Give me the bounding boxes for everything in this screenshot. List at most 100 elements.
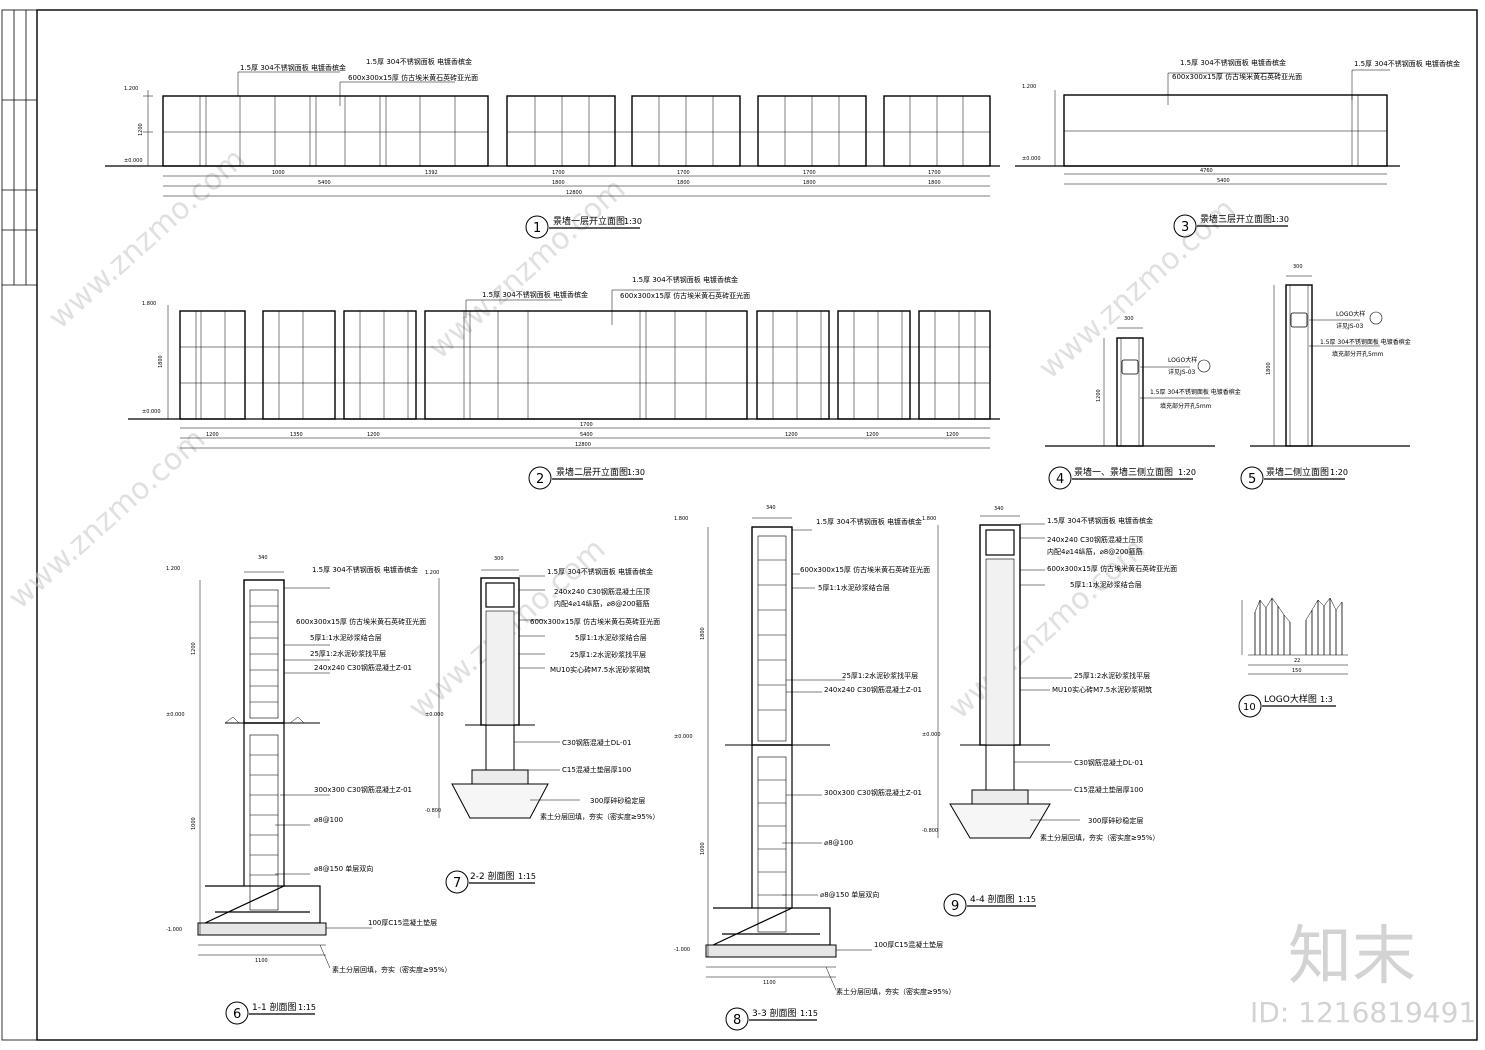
section-view-6 <box>197 571 372 969</box>
note-c15: C15混凝土垫层厚100 <box>1074 785 1143 794</box>
side-elevation-5-text: LOGO大样 详见JS-03 1.5厚 304不锈钢面板 电镀香槟金 填充部分开… <box>1266 264 1411 375</box>
level-zero: ±0.000 <box>425 712 444 718</box>
elevation-view-1-text: 1.5厚 304不锈钢面板 电镀香槟金 1.5厚 304不锈钢面板 电镀香槟金 … <box>124 57 941 196</box>
view-number: 10 <box>1243 702 1256 713</box>
dim-1200: 1200 <box>191 642 197 655</box>
note-steel: 1.5厚 304不锈钢面板 电镀香槟金 <box>240 63 346 72</box>
view-scale: 1:15 <box>298 1003 316 1012</box>
dim-1100: 1100 <box>255 958 268 964</box>
dim-1800: 1800 <box>700 627 706 640</box>
id-label: ID: 1216819491 <box>1250 996 1476 1029</box>
dim-1200: 1200 <box>785 432 798 438</box>
note-mortar25: 25厚1:2水泥砂浆找平层 <box>310 649 386 658</box>
note-stirrup: ⌀8@100 <box>824 839 853 847</box>
note-dl01: C30钢筋混凝土DL-01 <box>1074 758 1143 767</box>
note-mesh: ⌀8@150 单层双向 <box>314 864 373 873</box>
view-number: 5 <box>1248 472 1256 487</box>
section-view-8 <box>705 517 872 991</box>
dim-1350: 1350 <box>290 432 303 438</box>
note-col300: 300x300 C30钢筋混凝土Z-01 <box>824 788 922 797</box>
level-low2: -1.000 <box>166 927 182 933</box>
section-view-8-text: 1.5厚 304不锈钢面板 电镀香槟金 600x300x15厚 仿古埃米黄石英砖… <box>674 505 955 996</box>
dim-300: 300 <box>1293 264 1303 270</box>
note-fill: 填充部分开孔5mm <box>1160 402 1212 410</box>
note-mortar25: 25厚1:2水泥砂浆找平层 <box>842 671 918 680</box>
view-title-4: 4 景墙一、景墙三侧立面图 1:20 <box>1048 466 1196 490</box>
view-scale: 1:15 <box>518 872 536 881</box>
note-c15-100: 100厚C15混凝土垫层 <box>874 940 943 949</box>
side-elevation-4 <box>1045 327 1215 447</box>
level-top: 1.200 <box>425 570 439 576</box>
view-number: 8 <box>733 1013 741 1028</box>
note-mortar25: 25厚1:2水泥砂浆找平层 <box>1074 671 1150 680</box>
dim-1200: 1200 <box>866 432 879 438</box>
brand-logo: 知末 <box>1288 920 1416 994</box>
level-top: 1.200 <box>166 566 180 572</box>
level-zero: ±0.000 <box>674 734 693 740</box>
view-scale: 1:30 <box>1271 215 1289 224</box>
view-scale: 1:30 <box>627 468 645 477</box>
level-top: 1.200 <box>1022 84 1036 90</box>
side-elevation-4-text: LOGO大样 详见JS-03 1.5厚 304不锈钢面板 电镀香槟金 填充部分开… <box>1096 316 1241 410</box>
level-zero: ±0.000 <box>166 712 185 718</box>
dim-1700: 1700 <box>928 170 941 176</box>
dim-1700: 1700 <box>803 170 816 176</box>
note-stone: 600x300x15厚 仿古埃米黄石英砖亚光面 <box>800 565 930 574</box>
view-scale: 1:20 <box>1178 468 1196 477</box>
dim-22: 22 <box>1294 658 1300 664</box>
dim-1100: 1100 <box>763 980 776 986</box>
dim-1800: 1800 <box>803 180 816 186</box>
elevation-view-2 <box>128 289 1000 449</box>
view-title-2: 2 景墙二层开立面图 1:30 <box>528 466 645 490</box>
dim-1000: 1000 <box>700 842 706 855</box>
dim-1000: 1000 <box>272 170 285 176</box>
dim-5400: 5400 <box>318 180 331 186</box>
view-title: 4-4 剖面图 <box>970 893 1015 905</box>
note-logo: LOGO大样 <box>1336 310 1365 318</box>
level-top2: 1.800 <box>142 301 156 307</box>
view-number: 7 <box>453 876 461 891</box>
level-zero: ±0.000 <box>142 409 161 415</box>
level-low2: -1.000 <box>674 947 690 953</box>
elevation-view-2-text: 1.5厚 304不锈钢面板 电镀香槟金 1.5厚 304不锈钢面板 电镀香槟金 … <box>142 275 959 448</box>
view-number: 4 <box>1056 472 1064 487</box>
view-title-5: 5 景墙二侧立面图 1:20 <box>1240 466 1348 490</box>
note-soil: 素土分层回填，夯实（密实度≥95%） <box>1040 833 1159 842</box>
note-mortar5: 5厚1:1水泥砂浆结合层 <box>310 633 382 642</box>
view-number: 2 <box>536 472 544 487</box>
note-beam240: 240x240 C30钢筋混凝土压顶 <box>1047 535 1143 544</box>
note-c15-100: 100厚C15混凝土垫层 <box>368 918 437 927</box>
note-stone: 600x300x15厚 仿古埃米黄石英砖亚光面 <box>1172 72 1302 81</box>
dim-1200: 1200 <box>206 432 219 438</box>
note-mortar5: 5厚1:1水泥砂浆结合层 <box>818 583 890 592</box>
view-title: 2-2 剖面图 <box>470 870 515 882</box>
view-title: 景墙三层开立面图 <box>1200 213 1272 225</box>
view-title: 景墙二层开立面图 <box>556 466 628 478</box>
view-number: 3 <box>1181 220 1189 235</box>
level-zero: ±0.000 <box>1022 156 1041 162</box>
section-view-6-text: 1.5厚 304不锈钢面板 电镀香槟金 600x300x15厚 仿古埃米黄石英砖… <box>166 555 451 974</box>
view-title: 3-3 剖面图 <box>752 1007 797 1019</box>
dim-1800: 1800 <box>677 180 690 186</box>
note-steel: 1.5厚 304不锈钢面板 电镀香槟金 <box>1047 516 1153 525</box>
dim-1200: 1200 <box>367 432 380 438</box>
note-col300: 300x300 C30钢筋混凝土Z-01 <box>314 785 412 794</box>
view-title-1: 1 景墙一层开立面图 1:30 <box>525 215 642 239</box>
note-stone: 600x300x15厚 仿古埃米黄石英砖亚光面 <box>530 617 660 626</box>
view-title-7: 7 2-2 剖面图 1:15 <box>445 870 536 894</box>
note-brick: MU10实心砖M7.5水泥砂浆砌筑 <box>1052 685 1152 694</box>
section-view-9-text: 1.5厚 304不锈钢面板 电镀香槟金 240x240 C30钢筋混凝土压顶 内… <box>922 506 1177 842</box>
dim-12800: 12800 <box>566 190 582 196</box>
dim-300: 300 <box>1124 316 1134 322</box>
note-rebar-top: 内配4⌀14纵筋，⌀8@200箍筋 <box>554 599 650 608</box>
title-strip <box>1 9 38 1041</box>
level-zero: ±0.000 <box>922 732 941 738</box>
note-logo: LOGO大样 <box>1168 356 1197 364</box>
dim-150: 150 <box>1292 668 1302 674</box>
view-scale: 1:20 <box>1330 468 1348 477</box>
level-top2: 1.800 <box>674 516 688 522</box>
note-mortar5: 5厚1:1水泥砂浆结合层 <box>575 633 647 642</box>
view-title-10: 10 LOGO大样图 1:3 <box>1238 693 1336 718</box>
note-logo-ref: 详见JS-03 <box>1336 322 1364 330</box>
dim-300: 300 <box>494 556 504 562</box>
